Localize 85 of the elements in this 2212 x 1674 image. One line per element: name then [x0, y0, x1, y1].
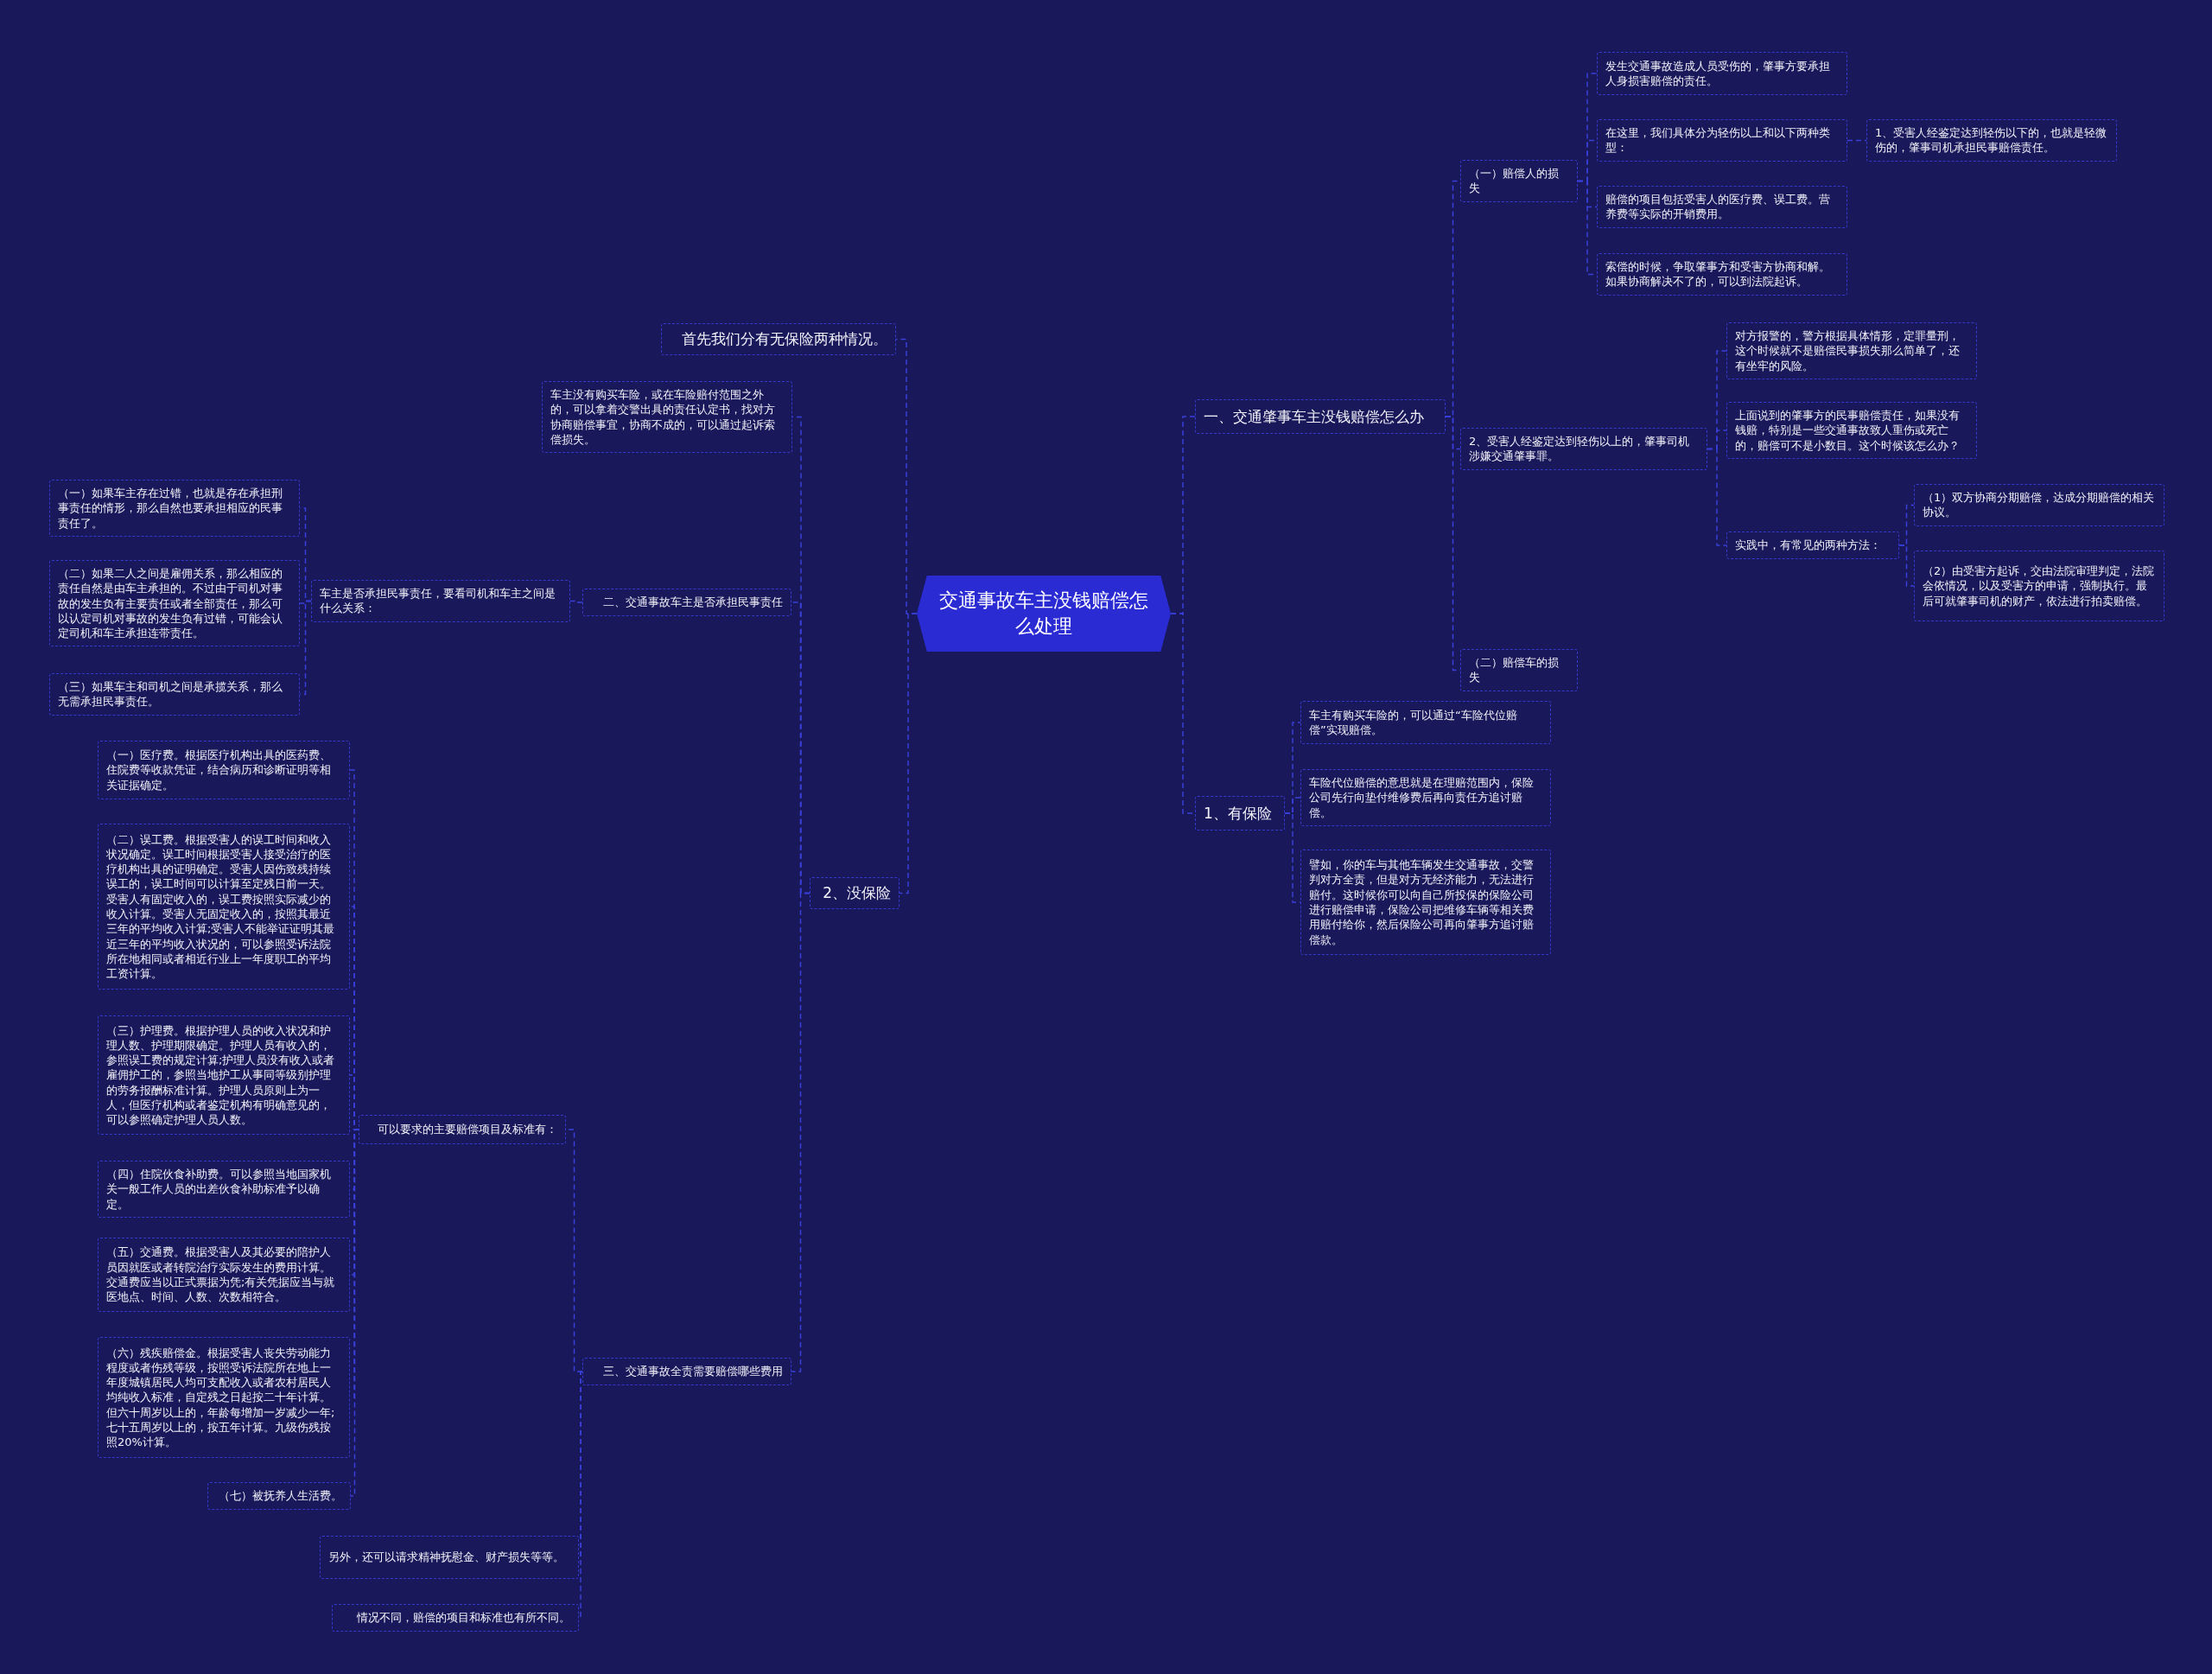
topic-text: （一）赔偿人的损失 [1469, 166, 1560, 196]
topic-text: 实践中，有常见的两种方法： [1735, 538, 1881, 553]
topic-text: （五）交通费。根据受害人及其必要的陪护人员因就医或者转院治疗实际发生的费用计算。交通费应当以正式票据为凭;有关凭据应当与就医地点、时间、人数、次数相符合。 [106, 1244, 336, 1305]
connector-line [569, 600, 583, 603]
topic-box [98, 1238, 350, 1312]
topic-box [98, 1337, 350, 1458]
topic-text: （六）残疾赔偿金。根据受害人丧失劳动能力程度或者伤残等级，按照受诉法院所在地上一年度城镇居民人均可支配收入或者农村居民人均纯收入标准，自定残之日起按二十年计算。但六十周岁以上的，年龄每增加一岁减少一年;七十五周岁以上的，按五年计算。九级伤残按照20%计算。 [106, 1345, 336, 1450]
topic-text: 2、没保险 [823, 883, 891, 903]
topic-box [49, 480, 300, 537]
connector-line [1847, 139, 1867, 142]
topic-box [1726, 322, 1977, 379]
topic-box [1195, 796, 1285, 831]
topic-box [1460, 428, 1707, 470]
topic-box [359, 1115, 566, 1144]
topic-text: 譬如，你的车与其他车辆发生交通事故，交警判对方全责，但是对方无经济能力，无法进行赔付。这时候你可以向自己所投保的保险公司进行赔偿申请，保险公司把维修车辆等相关费用赔付给你，然后保险公司再向肇事方追讨赔偿款。 [1309, 857, 1535, 947]
topic-box [582, 589, 791, 616]
topic-box [98, 824, 350, 990]
topic-box [1460, 649, 1578, 691]
topic-text: （四）住院伙食补助费。可以参照当地国家机关一般工作人员的出差伙食补助标准予以确定。 [106, 1167, 332, 1212]
topic-box [98, 741, 350, 799]
topic-text: 车主没有购买车险，或在车险赔付范围之外的，可以拿着交警出具的责任认定书，找对方协商赔偿事宜，协商不成的，可以通过起诉索偿损失。 [550, 387, 776, 448]
topic-box [1195, 399, 1446, 434]
topic-text: 上面说到的肇事方的民事赔偿责任，如果没有钱赔，特别是一些交通事故致人重伤或死亡的，赔偿可不是小数目。这个时候该怎么办？ [1735, 408, 1961, 453]
topic-text: （二）误工费。根据受害人的误工时间和收入状况确定。误工时间根据受害人接受治疗的医疗机构出具的证明确定。受害人因伤致残持续误工的，误工时间可以计算至定残日前一天。受害人有固定收入的，误工费按照实际减少的收入计算。受害人无固定收入的，按照其最近三年的平均收入计算;受害人不能举证证明其最近三年的平均收入状况的，可以参照受诉法院所在地相同或者相近行业上一年度职工的平均工资计算。 [106, 831, 336, 982]
topic-box [98, 1015, 350, 1135]
topic-text: 赔偿的项目包括受害人的医疗费、误工费。营养费等实际的开销费用。 [1605, 192, 1831, 222]
topic-text: 可以要求的主要赔偿项目及标准有： [378, 1122, 557, 1137]
topic-text: 二、交通事故车主是否承担民事责任 [603, 595, 783, 610]
topic-text: （一）如果车主存在过错，也就是存在承担刑事责任的情形，那么自然也要承担相应的民事责任了。 [58, 486, 283, 531]
topic-text: （三）如果车主和司机之间是承揽关系，那么无需承担民事责任。 [58, 679, 283, 710]
topic-box [1597, 119, 1847, 162]
connector-line [899, 613, 918, 894]
topic-box [1460, 160, 1578, 202]
topic-box [1300, 701, 1551, 744]
topic-text: （一）医疗费。根据医疗机构出具的医药费、住院费等收款凭证，结合病历和诊断证明等相关证据确定。 [106, 748, 332, 792]
topic-text: （二）如果二人之间是雇佣关系，那么相应的责任自然是由车主承担的。不过由于司机对事故的发生负有主要责任或者全部责任，那么可以认定司机对事故的发生负有过错，可能会认定司机和车主承担连带责任。 [58, 566, 283, 641]
topic-box [661, 323, 896, 355]
topic-text: （七）被抚养人生活费。 [219, 1488, 342, 1504]
topic-box [332, 1604, 579, 1632]
topic-text: 1、受害人经鉴定达到轻伤以下的，也就是轻微伤的，肇事司机承担民事赔偿责任。 [1875, 125, 2108, 156]
topic-text: 一、交通肇事车主没钱赔偿怎么办 [1204, 406, 1424, 427]
topic-text: （2）由受害方起诉，交由法院审理判定，法院会依情况，以及受害方的申请，强制执行。最后可就肇事司机的财产，依法进行拍卖赔偿。 [1923, 563, 2156, 608]
topic-text: 车主是否承担民事责任，要看司机和车主之间是什么关系： [320, 586, 556, 616]
topic-text: （1）双方协商分期赔偿，达成分期赔偿的相关协议。 [1923, 490, 2156, 520]
topic-text: 三、交通事故全责需要赔偿哪些费用 [603, 1364, 783, 1379]
topic-text: （三）护理费。根据护理人员的收入状况和护理人数、护理期限确定。护理人员有收入的，参照误工费的规定计算;护理人员没有收入或者雇佣护工的，参照当地护工从事同等级别护理的劳务报酬标准计算。护理人员原则上为一人，但医疗机构或者鉴定机构有明确意见的，可以参照确定护理人员人数。 [106, 1022, 336, 1128]
topic-box [311, 580, 570, 622]
topic-box [207, 1482, 351, 1510]
topic-box [49, 560, 300, 647]
connector-line [1898, 544, 1915, 587]
topic-text: 在这里，我们具体分为轻伤以上和以下两种类型： [1605, 125, 1831, 156]
connector-line [299, 600, 312, 696]
topic-box [1726, 402, 1977, 459]
topic-box [1726, 531, 1899, 559]
topic-box [1597, 186, 1847, 228]
connector-line [578, 1371, 583, 1619]
topic-box [320, 1536, 579, 1579]
topic-text: （二）赔偿车的损失 [1469, 655, 1560, 685]
topic-box [542, 381, 792, 454]
topic-box [1300, 850, 1551, 955]
topic-text: 1、有保险 [1204, 803, 1272, 824]
topic-text: 情况不同，赔偿的项目和标准也有所不同。 [357, 1610, 570, 1626]
topic-text: 发生交通事故造成人员受伤的，肇事方要承担人身损害赔偿的责任。 [1605, 58, 1831, 89]
topic-text: 对方报警的，警方根据具体情形，定罪量刑，这个时候就不是赔偿民事损失那么简单了，还有坐牢的风险。 [1735, 328, 1961, 373]
topic-text: 交通事故车主没钱赔偿怎么处理 [939, 589, 1148, 639]
topic-box [1866, 119, 2117, 162]
topic-text: 索偿的时候，争取肇事方和受害方协商和解。如果协商解决不了的，可以到法院起诉。 [1605, 259, 1831, 290]
topic-box [1597, 52, 1847, 95]
connector-line [350, 1129, 359, 1497]
connector-line [1284, 812, 1301, 903]
topic-box [582, 1358, 791, 1385]
topic-box [1597, 253, 1847, 296]
connector-line [791, 892, 810, 1372]
topic-box [98, 1161, 350, 1218]
topic-box [810, 877, 899, 909]
topic-text: 首先我们分有无保险两种情况。 [682, 329, 887, 349]
topic-text: 另外，还可以请求精神抚慰金、财产损失等等。 [328, 1550, 564, 1565]
topic-text: 2、受害人经鉴定达到轻伤以上的，肇事司机涉嫌交通肇事罪。 [1469, 434, 1691, 464]
connector-line [1707, 448, 1727, 546]
topic-box [1914, 551, 2164, 621]
topic-box [1914, 484, 2164, 526]
topic-text: 车险代位赔偿的意思就是在理赔范围内，保险公司先行向垫付维修费后再向责任方追讨赔偿。 [1309, 775, 1535, 820]
topic-box [49, 673, 300, 716]
topic-text: 车主有购买车险的，可以通过“车险代位赔偿”实现赔偿。 [1309, 707, 1518, 738]
topic-box [1300, 769, 1551, 826]
